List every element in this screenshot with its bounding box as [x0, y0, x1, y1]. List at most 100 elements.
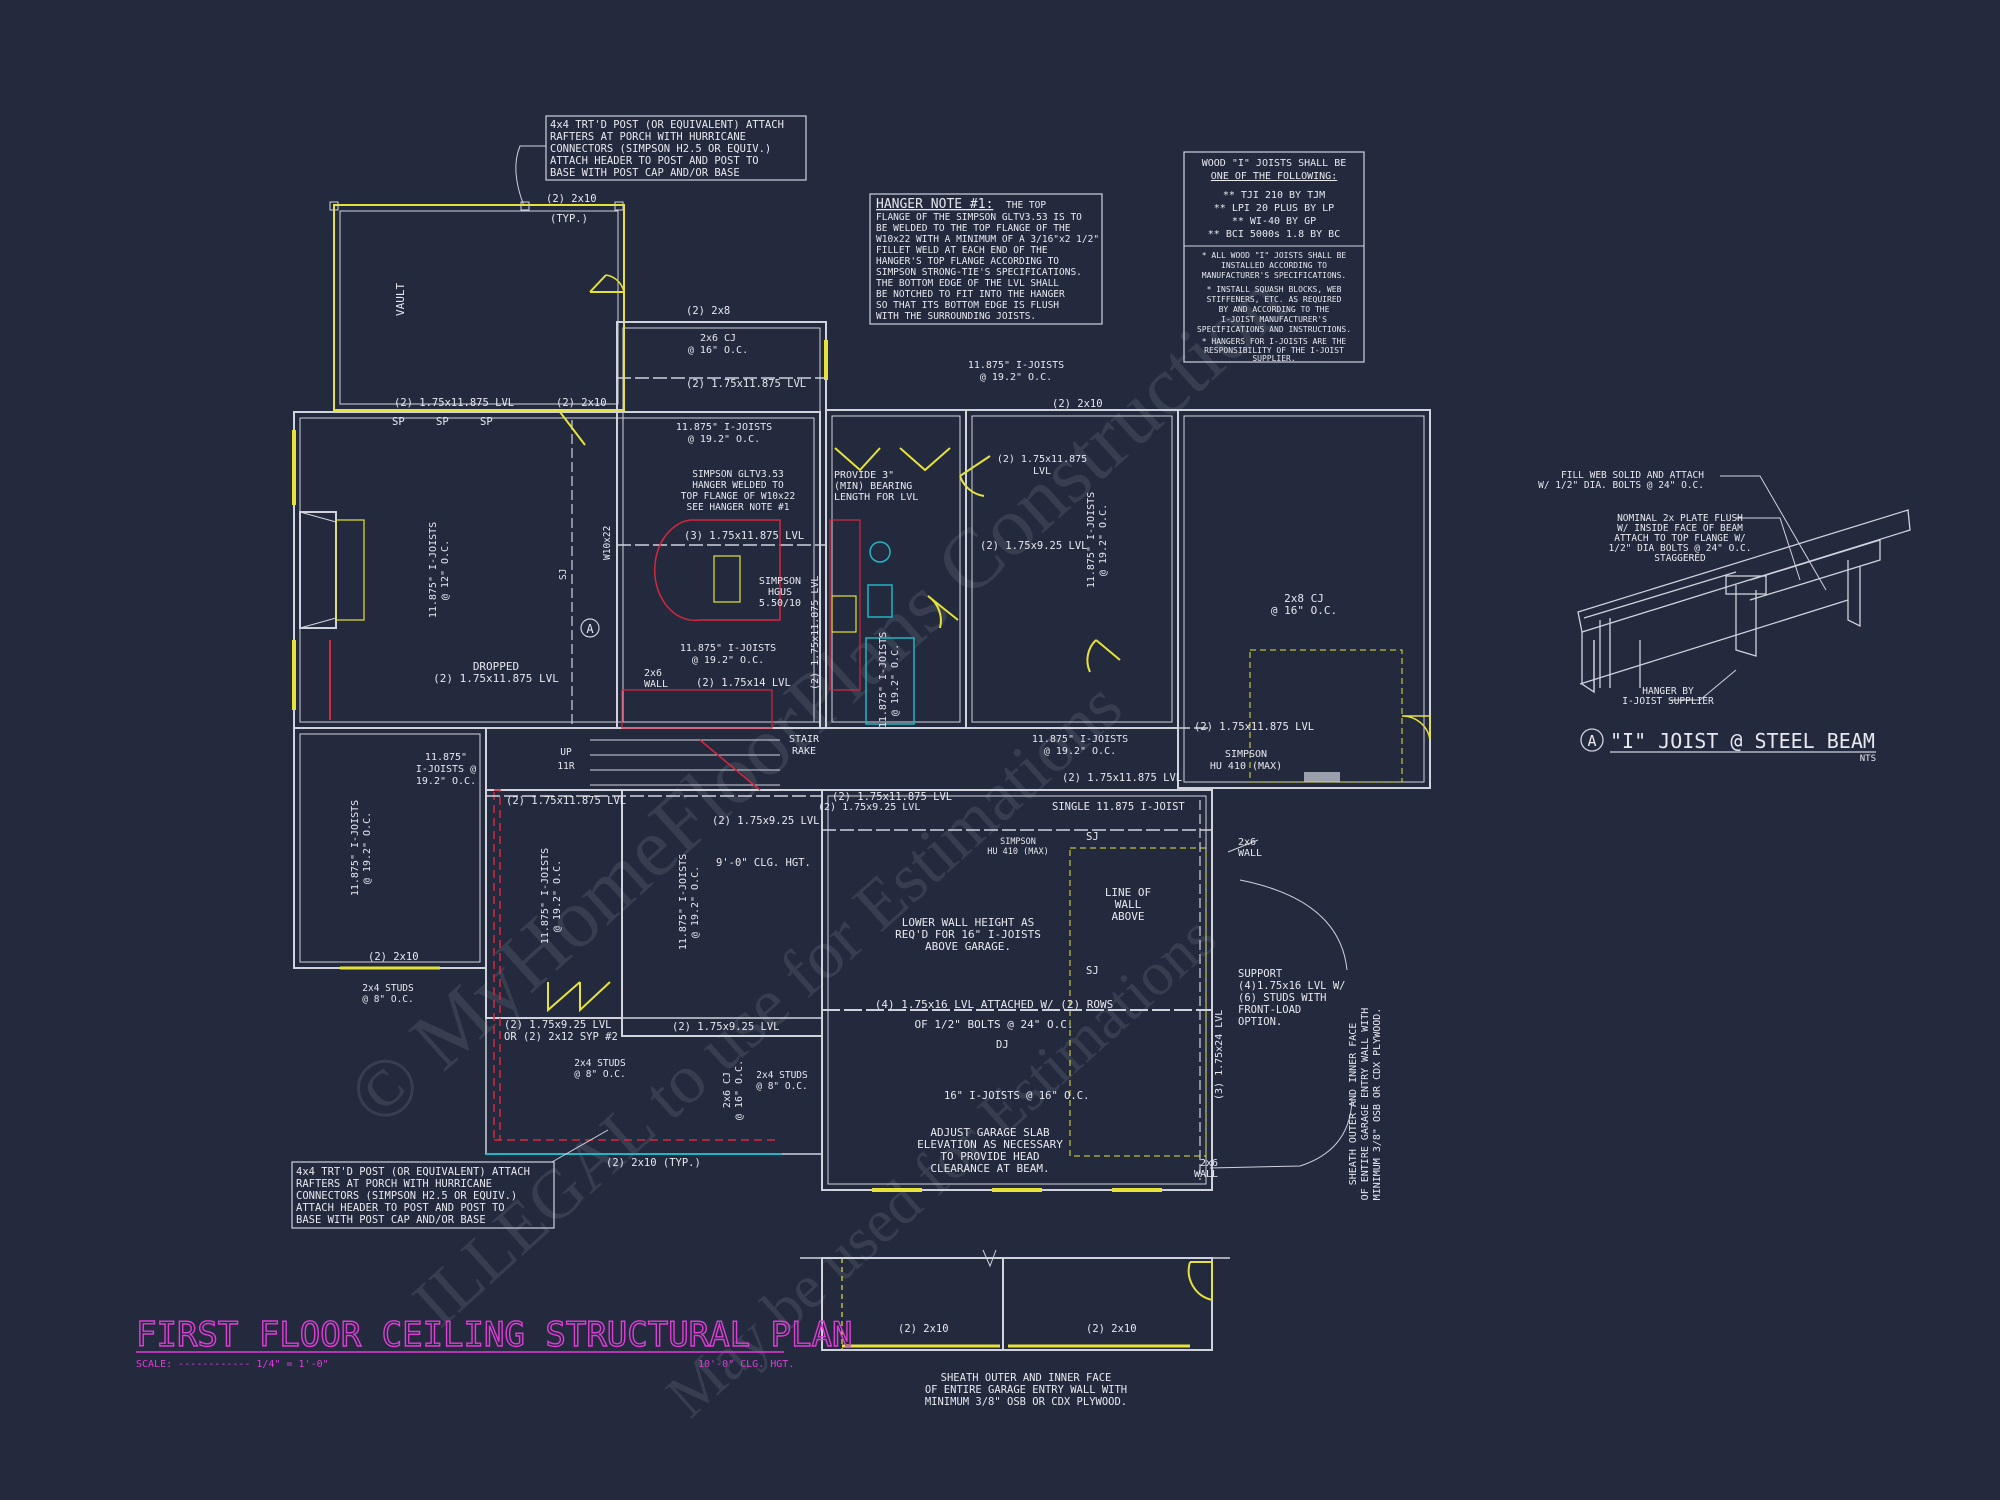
- svg-text:DROPPED(2) 1.75x11.875 LVL: DROPPED(2) 1.75x11.875 LVL: [433, 660, 559, 685]
- svg-text:11.875" I-JOISTS@ 19.2" O.C.: 11.875" I-JOISTS@ 19.2" O.C.: [540, 848, 563, 944]
- label-dj: DJ: [996, 1039, 1009, 1051]
- ijoist-title-1: WOOD "I" JOISTS SHALL BE: [1202, 158, 1347, 169]
- label-typ-2x10-b: (2) 2x10 (TYP.): [606, 1157, 701, 1169]
- svg-text:11.875" I-JOISTS@ 19.2" O.C.: 11.875" I-JOISTS@ 19.2" O.C.: [1032, 734, 1128, 757]
- label-wall-2x6-r1: 2x6: [1238, 837, 1256, 848]
- ijoist-note-1: * ALL WOOD "I" JOISTS SHALL BE: [1202, 251, 1347, 260]
- svg-text:11.875"I-JOISTS @19.2" O.C.: 11.875"I-JOISTS @19.2" O.C.: [416, 752, 476, 787]
- label-lvl925b-1: (2) 1.75x9.25 LVL: [504, 1019, 611, 1031]
- watermark: © MyHomeFloorPlans Construction ILLEGAL …: [330, 255, 1303, 1431]
- label-studs-4: @ 8" O.C.: [574, 1069, 625, 1080]
- svg-text:* ALL WOOD "I" JOISTS SHALL BE: * ALL WOOD "I" JOISTS SHALL BEINSTALLED …: [1197, 251, 1351, 363]
- hanger-note-line-4: W10x22 WITH A MINIMUM OF A 3/16"x2 1/2": [876, 234, 1099, 245]
- detail-hanger-2: I-JOIST SUPPLIER: [1622, 696, 1714, 707]
- svg-text:4x4 TRT'D POST (OR EQUIVALENT): 4x4 TRT'D POST (OR EQUIVALENT) ATTACHRAF…: [550, 119, 784, 179]
- label-ij-vert-left-1: 11.875" I-JOISTS: [350, 800, 361, 896]
- label-studs-5: 2x4 STUDS: [756, 1070, 808, 1081]
- hanger-note-line-1: THE TOP: [1006, 200, 1046, 211]
- label-lvl-top: (2) 1.75x11.875 LVL: [686, 378, 806, 390]
- label-stair-rake-2: RAKE: [792, 746, 816, 757]
- label-lvl-1175-c: (2) 1.75x11.875 LVL: [832, 791, 952, 803]
- label-studs-2: @ 8" O.C.: [362, 994, 413, 1005]
- label-ij12-2: @ 12" O.C.: [440, 540, 451, 600]
- label-ij-vert-mid2-2: @ 19.2" O.C.: [690, 866, 701, 938]
- hanger-note-line-7: SIMPSON STRONG-TIE'S SPECIFICATIONS.: [876, 267, 1082, 278]
- detail-plate-1: NOMINAL 2x PLATE FLUSH: [1617, 513, 1743, 524]
- hanger-note-line-2: FLANGE OF THE SIMPSON GLTV3.53 IS TO: [876, 212, 1082, 223]
- label-ij-left-3: 19.2" O.C.: [416, 776, 476, 787]
- label-stair-rake-1: STAIR: [789, 734, 820, 745]
- label-cj-2x6: 2x6 CJ: [700, 333, 736, 344]
- ijoist-title-2: ONE OF THE FOLLOWING:: [1211, 171, 1337, 182]
- note-garage-sheath-vertical: SHEATH OUTER AND INNER FACEOF ENTIRE GAR…: [1348, 1008, 1383, 1201]
- detail-fill-web-2: W/ 1/2" DIA. BOLTS @ 24" O.C.: [1538, 480, 1704, 491]
- label-dropped-1: DROPPED: [473, 660, 519, 673]
- label-ij-mid3-1: 11.875" I-JOISTS: [1032, 734, 1128, 745]
- garage-sheath-line-3: MINIMUM 3/8" OSB OR CDX PLYWOOD.: [925, 1396, 1127, 1408]
- label-lvl-short-2: LVL: [1033, 466, 1051, 477]
- label-bot-2x10-left: (2) 2x10: [368, 951, 419, 963]
- label-bearing-1: PROVIDE 3": [834, 470, 894, 481]
- label-sp-1: SP: [392, 416, 405, 428]
- label-support-5: OPTION.: [1238, 1016, 1282, 1028]
- plan-title: FIRST FLOOR CEILING STRUCTURAL PLAN: [136, 1315, 852, 1355]
- label-ij-left-2: I-JOISTS @: [416, 764, 476, 775]
- label-lvl925c: (2) 1.75x9.25 LVL: [672, 1021, 779, 1033]
- label-support-4: FRONT-LOAD: [1238, 1004, 1301, 1016]
- leader-lines: [515, 145, 1827, 1169]
- svg-text:HANGER NOTE #1:: HANGER NOTE #1:: [876, 197, 993, 212]
- label-lvl-3-24: (3) 1.75x24 LVL: [1214, 1010, 1225, 1100]
- svg-text:11.875" I-JOISTS@ 12" O.C.: 11.875" I-JOISTS@ 12" O.C.: [428, 522, 451, 618]
- label-ij-vert-top-2: @ 19.2" O.C.: [1098, 504, 1109, 576]
- ijoist-note-8: SPECIFICATIONS AND INSTRUCTIONS.: [1197, 325, 1351, 334]
- svg-text:11.875" I-JOISTS@ 19.2" O.C.: 11.875" I-JOISTS@ 19.2" O.C.: [350, 800, 373, 896]
- svg-text:(2) 1.75x11.875 LVL: (2) 1.75x11.875 LVL: [810, 576, 821, 690]
- label-support-3: (6) STUDS WITH: [1238, 992, 1327, 1004]
- label-adjust-2: ELEVATION AS NECESSARY: [917, 1138, 1063, 1151]
- porch-bottom-line-1: 4x4 TRT'D POST (OR EQUIVALENT) ATTACH: [296, 1166, 530, 1178]
- label-support-1: SUPPORT: [1238, 968, 1283, 980]
- label-ij-mid2-2: @ 19.2" O.C.: [692, 655, 764, 666]
- svg-text:2x4 STUDS@ 8" O.C.: 2x4 STUDS@ 8" O.C.: [362, 983, 414, 1005]
- label-single-joist: SINGLE 11.875 I-JOIST: [1052, 801, 1185, 813]
- label-lvl-1175-b: (2) 1.75x11.875 LVL: [506, 795, 626, 807]
- label-w10: W10x22: [602, 526, 613, 560]
- svg-text:2x8 CJ@ 16" O.C.: 2x8 CJ@ 16" O.C.: [1271, 592, 1337, 617]
- label-bearing-2: (MIN) BEARING: [834, 481, 912, 492]
- ijoist-note-10: RESPONSIBILITY OF THE I-JOIST: [1204, 346, 1344, 355]
- label-ij12-1: 11.875" I-JOISTS: [428, 522, 439, 618]
- label-line-wall-1: LINE OF: [1105, 886, 1151, 899]
- label-ij1875-vert-1: 11.875" I-JOISTS: [878, 632, 889, 728]
- label-wall-2x6-2: WALL: [644, 679, 668, 690]
- label-hgus-3: 5.50/10: [759, 598, 801, 609]
- label-lvl16-1: (4) 1.75x16 LVL ATTACHED W/ (2) ROWS: [875, 998, 1113, 1011]
- label-cj2x6b-2: @ 16" O.C.: [734, 1060, 745, 1120]
- label-bot-2x10-g1: (2) 2x10: [898, 1323, 949, 1335]
- label-hu-small-1: SIMPSON: [1000, 837, 1036, 847]
- label-lower-wall-3: ABOVE GARAGE.: [925, 940, 1011, 953]
- hanger-note-title: HANGER NOTE #1:: [876, 197, 993, 212]
- hanger-note-line-3: BE WELDED TO THE TOP FLANGE OF THE: [876, 223, 1071, 234]
- svg-text:SHEATH OUTER AND INNER FACEOF: SHEATH OUTER AND INNER FACEOF ENTIRE GAR…: [1348, 1008, 1383, 1201]
- svg-text:HANGER BYI-JOIST SUPPLIER: HANGER BYI-JOIST SUPPLIER: [1622, 686, 1714, 707]
- garage-sheath-v-line-3: MINIMUM 3/8" OSB OR CDX PLYWOOD.: [1372, 1008, 1383, 1201]
- porch-bottom-line-5: BASE WITH POST CAP AND/OR BASE: [296, 1214, 486, 1226]
- label-ij-mid2-1: 11.875" I-JOISTS: [680, 643, 776, 654]
- label-line-wall-3: ABOVE: [1111, 910, 1144, 923]
- label-bot-2x10-g2: (2) 2x10: [1086, 1323, 1137, 1335]
- label-adjust-4: CLEARANCE AT BEAM.: [930, 1162, 1049, 1175]
- label-adjust-3: TO PROVIDE HEAD: [940, 1150, 1039, 1163]
